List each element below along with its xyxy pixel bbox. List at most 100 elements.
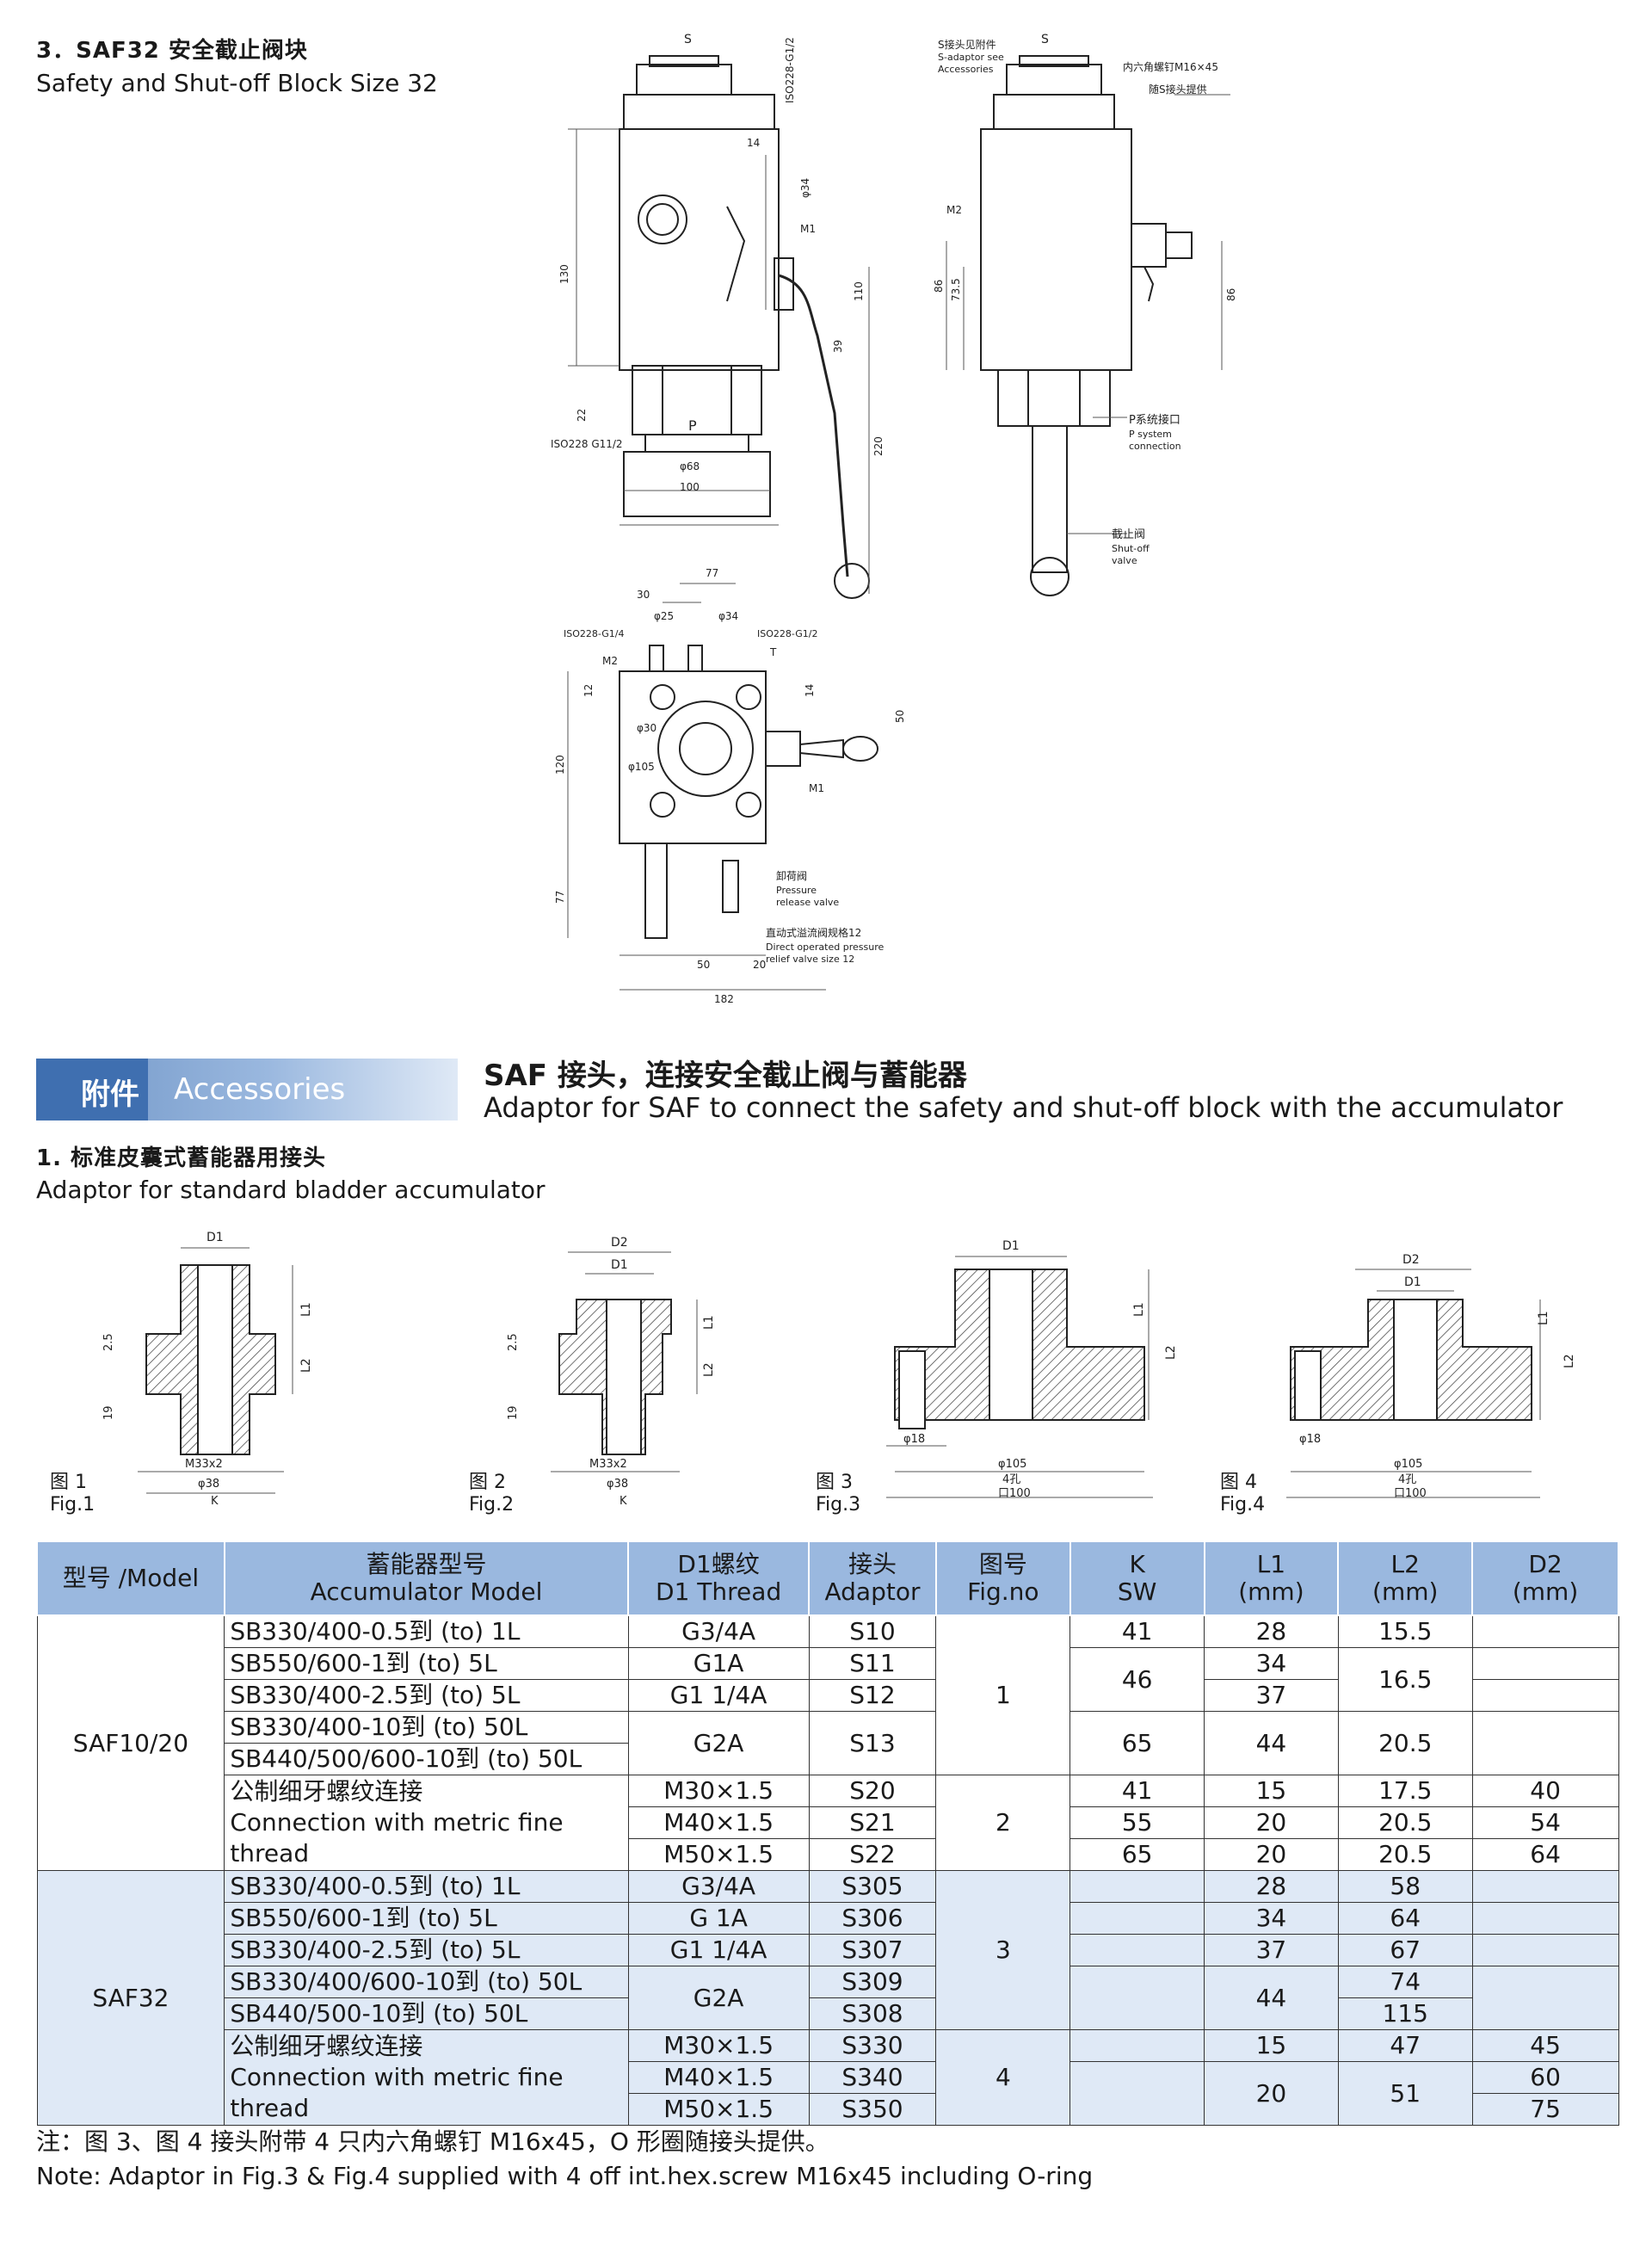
label-22: 22: [576, 409, 588, 422]
fig2-label: 图 2 Fig.2: [469, 1472, 514, 1516]
cell-adaptor: S305: [808, 1870, 937, 1903]
cell-adaptor: S21: [808, 1806, 937, 1839]
fig2-label-cn: 图 2: [469, 1472, 506, 1493]
th-l2: L2(mm): [1337, 1540, 1474, 1616]
fig2-l1: L1: [702, 1315, 716, 1330]
cell-k: [1069, 2029, 1205, 2062]
side-label-shutoff-cn: 截止阀: [1112, 528, 1145, 541]
cell-adaptor: S22: [808, 1838, 937, 1871]
fig1-label: 图 1 Fig.1: [50, 1472, 95, 1516]
table-row: SB550/600-1到 (to) 5L G 1A S306 34 64: [37, 1902, 1619, 1935]
adaptor-headline-cn: SAF 接头，连接安全截止阀与蓄能器: [484, 1059, 967, 1093]
side-label-86a: 86: [933, 280, 945, 293]
label-220: 220: [872, 436, 885, 456]
top-label-30: 30: [637, 589, 650, 601]
top-label-m1: M1: [809, 782, 824, 794]
top-label-77b: 77: [554, 891, 566, 904]
fig3-d1: D1: [1002, 1239, 1020, 1253]
table-row: SAF10/20 SB330/400-0.5到 (to) 1L G3/4A S1…: [36, 1614, 1619, 1871]
label-phi68: φ68: [680, 460, 700, 472]
cell-l1: 15: [1204, 2029, 1339, 2062]
fig3-l2: L2: [1164, 1345, 1178, 1360]
fig3-label-en: Fig.3: [816, 1494, 861, 1516]
fig2-d2: D2: [611, 1236, 628, 1250]
label-iso-g12: ISO228-G1/2: [784, 37, 796, 103]
fig3-phi105: φ105: [998, 1458, 1026, 1471]
adaptor-headline-en: Adaptor for SAF to connect the safety an…: [484, 1091, 1563, 1124]
table-row: SB330/400/600-10到 (to) 50L G2A S309 44 7…: [37, 1966, 1619, 2030]
cell-thread: M50×1.5: [627, 2093, 810, 2126]
top-label-m2: M2: [602, 655, 618, 667]
fig3-4holes: 4孔: [1002, 1473, 1020, 1486]
top-label-phi105: φ105: [628, 761, 655, 773]
fig1-d1: D1: [206, 1231, 224, 1244]
table-row: M50×1.5 S22 65 20 20.5 64: [37, 1838, 1619, 1871]
cell-l2: 115: [1337, 1997, 1473, 2030]
top-label-77: 77: [706, 567, 718, 579]
cell-l1: 15: [1204, 1775, 1339, 1807]
cell-l2: 58: [1337, 1870, 1473, 1903]
top-label-release-en1: Pressure: [776, 885, 817, 896]
cell-fig: 2: [935, 1775, 1071, 1871]
cell-l2: 20.5: [1337, 1711, 1473, 1775]
cell-acc: SB440/500/600-10到 (to) 50L: [224, 1743, 629, 1775]
label-phi34: φ34: [799, 178, 811, 198]
cell-l2: 64: [1337, 1902, 1473, 1935]
table-row: SB550/600-1到 (to) 5L G1A S11 46 34 16.5: [37, 1647, 1619, 1712]
cell-thread: G3/4A: [627, 1870, 810, 1903]
top-label-relief-cn: 直动式溢流阀规格12: [766, 926, 861, 939]
front-view-drawing: S ISO228-G1/2 14 φ34 M1 130 110 39 22 P …: [551, 26, 929, 611]
cell-thread: G1 1/4A: [627, 1934, 810, 1966]
top-label-iso-g12: ISO228-G1/2: [757, 628, 817, 639]
side-label-p-cn: P系统接口: [1129, 413, 1180, 427]
sub-title-cn: 1. 标准皮囊式蓄能器用接头: [36, 1145, 327, 1171]
cell-k: [1069, 2061, 1205, 2126]
cell-thread: G1 1/4A: [627, 1679, 810, 1712]
cell-d2: [1471, 1966, 1619, 2030]
table-row: SB440/500/600-10到 (to) 50L: [37, 1743, 1618, 1775]
top-label-release-en2: release valve: [776, 897, 839, 908]
side-label-p-en1: P system: [1129, 429, 1172, 440]
table-row: M40×1.5 S340 20 51 60: [37, 2061, 1619, 2126]
cell-d2: [1471, 1934, 1619, 1966]
fig2-25: 2.5: [507, 1333, 520, 1351]
cell-k: 55: [1069, 1806, 1205, 1839]
table-row: SB330/400-2.5到 (to) 5L G1 1/4A S12 37: [37, 1679, 1619, 1712]
fig1-k: K: [211, 1495, 219, 1506]
fig4-l1: L1: [1537, 1311, 1550, 1325]
cell-d2: 60: [1471, 2061, 1619, 2094]
note-en: Note: Adaptor in Fig.3 & Fig.4 supplied …: [36, 2162, 1094, 2190]
side-view-drawing: S S接头见附件 S-adaptor see Accessories 内六角螺钉…: [929, 26, 1308, 611]
cell-adaptor: S10: [808, 1614, 937, 1648]
cell-d2: [1471, 1647, 1619, 1680]
fig4-4holes: 4孔: [1398, 1473, 1416, 1486]
side-label-s-adaptor-cn: S接头见附件: [938, 38, 996, 51]
cell-l1: 20: [1204, 1806, 1339, 1839]
cell-l2: 15.5: [1337, 1614, 1473, 1648]
cell-l2: 20.5: [1337, 1806, 1473, 1839]
cell-adaptor: S11: [808, 1647, 937, 1680]
top-label-182: 182: [714, 993, 734, 1005]
cell-l2: 74: [1337, 1966, 1473, 1998]
fig2-drawing: D2 D1 L1 L2 2.5 19 M33x2 φ38 K: [499, 1222, 774, 1506]
label-100: 100: [680, 481, 700, 493]
model-saf1020: SAF10/20: [36, 1614, 225, 1871]
cell-thread: G3/4A: [627, 1614, 810, 1648]
label-39: 39: [832, 340, 844, 353]
fig1-label-en: Fig.1: [50, 1494, 96, 1516]
cell-thread: G2A: [627, 1711, 810, 1775]
fig2-label-en: Fig.2: [469, 1494, 515, 1516]
side-label-screw-supplied: 随S接头提供: [1149, 83, 1207, 96]
top-label-50b: 50: [697, 959, 710, 971]
label-110: 110: [853, 281, 865, 301]
cell-d2: 64: [1471, 1838, 1619, 1871]
top-label-12: 12: [583, 684, 595, 697]
cell-d2: 45: [1471, 2029, 1619, 2062]
top-label-14: 14: [804, 684, 816, 697]
label-14: 14: [747, 137, 760, 149]
fig1-25: 2.5: [102, 1333, 115, 1351]
fig4-sq100: 口100: [1394, 1487, 1427, 1500]
top-label-t: T: [769, 646, 777, 658]
cell-d2: [1471, 1902, 1619, 1935]
